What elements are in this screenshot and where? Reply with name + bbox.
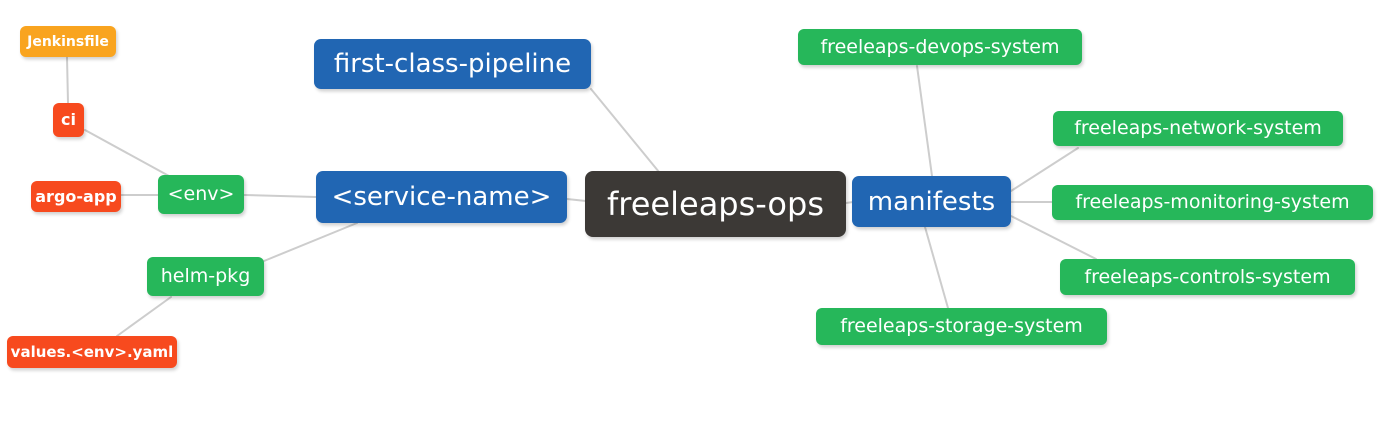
edge-jenkinsfile-ci [66, 56, 69, 104]
node-first-class-pipeline[interactable]: first-class-pipeline [314, 39, 591, 89]
edge-service-name-root [566, 198, 587, 202]
node-jenkinsfile[interactable]: Jenkinsfile [20, 26, 116, 57]
node-values-env-yaml[interactable]: values.<env>.yaml [7, 336, 177, 368]
node-root-freeleaps-ops[interactable]: freeleaps-ops [585, 171, 846, 237]
node-argo-app[interactable]: argo-app [31, 181, 121, 212]
node-freeleaps-monitoring-system[interactable]: freeleaps-monitoring-system [1052, 185, 1373, 220]
edge-pipeline-root [590, 88, 660, 173]
node-freeleaps-controls-system[interactable]: freeleaps-controls-system [1060, 259, 1355, 295]
node-freeleaps-storage-system[interactable]: freeleaps-storage-system [816, 308, 1107, 345]
edge-manifests-network-system [1010, 147, 1079, 192]
node-freeleaps-devops-system[interactable]: freeleaps-devops-system [798, 29, 1082, 65]
edge-manifests-devops-system [916, 65, 933, 177]
node-service-name[interactable]: <service-name> [316, 171, 567, 223]
edge-manifests-controls-system [1010, 215, 1097, 260]
node-freeleaps-network-system[interactable]: freeleaps-network-system [1053, 111, 1343, 146]
node-manifests[interactable]: manifests [852, 176, 1011, 227]
edge-helm-pkg-service-name [263, 222, 358, 262]
node-env[interactable]: <env> [158, 175, 244, 214]
edge-root-manifests [845, 201, 854, 204]
edge-env-service-name [243, 194, 317, 198]
edge-ci-env [84, 129, 170, 177]
edge-values-yaml-helm-pkg [116, 296, 172, 337]
node-helm-pkg[interactable]: helm-pkg [147, 257, 264, 296]
edge-manifests-storage-system [924, 226, 949, 309]
node-ci[interactable]: ci [53, 103, 84, 137]
